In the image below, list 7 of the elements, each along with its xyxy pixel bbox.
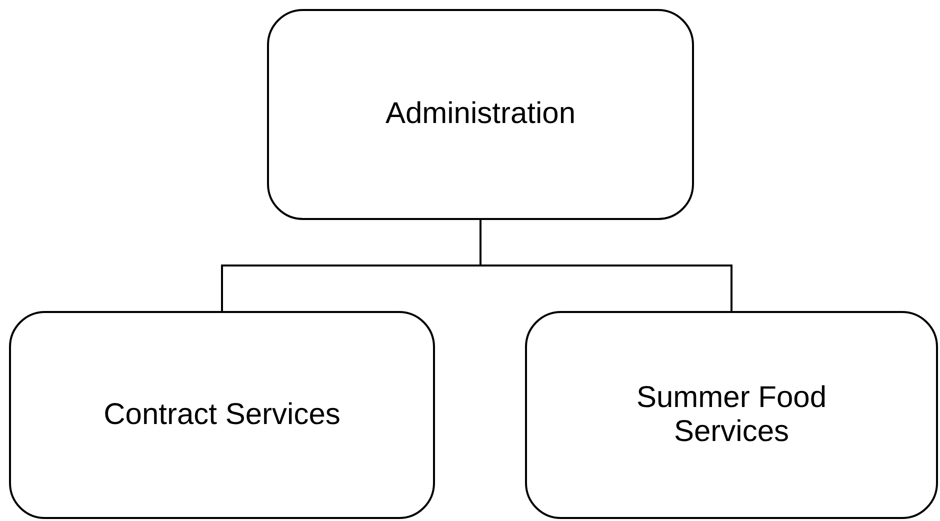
connector-line (480, 220, 732, 311)
box-label: Contract Services (104, 398, 340, 432)
box-label: Administration (385, 97, 576, 132)
org-box (267, 9, 694, 220)
org-box (525, 311, 938, 519)
box-label: Summer Food Services (635, 380, 828, 450)
org-box (9, 311, 435, 519)
